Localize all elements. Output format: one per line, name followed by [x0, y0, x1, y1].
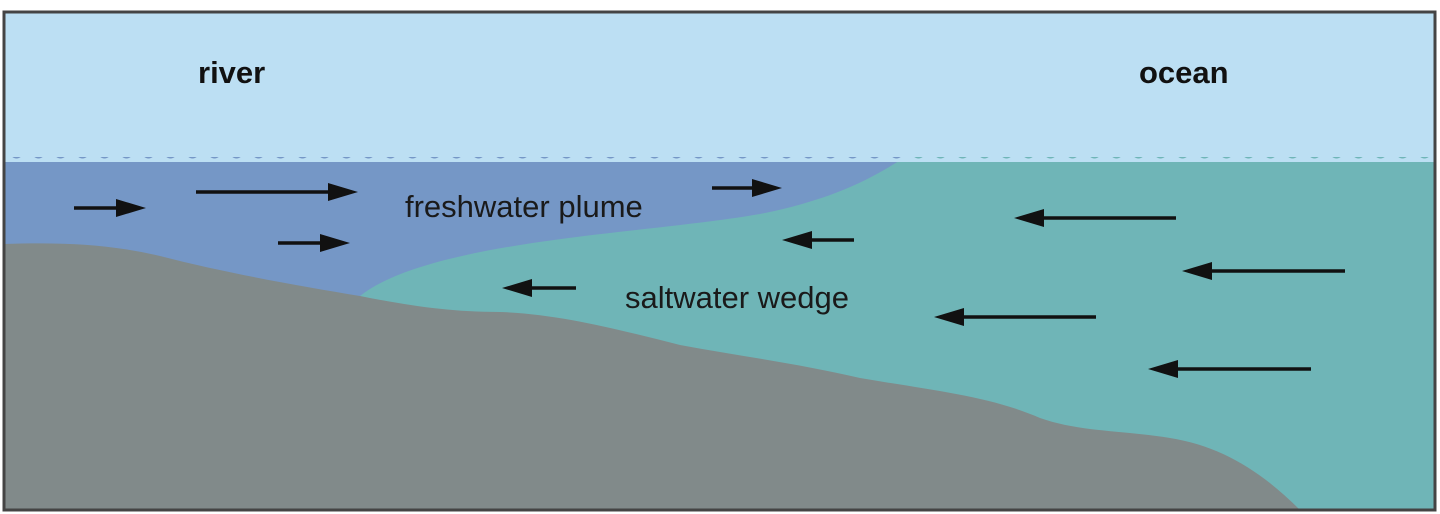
- diagram-frame: [2, 10, 1437, 512]
- saltwater-flow-arrows: [502, 209, 1345, 378]
- right-arrow-icon: [278, 234, 350, 252]
- ocean-label: ocean: [1139, 55, 1229, 90]
- saltwater-wedge-label: saltwater wedge: [625, 280, 849, 315]
- left-arrow-icon: [1182, 262, 1345, 280]
- left-arrow-icon: [502, 279, 576, 297]
- river-label: river: [198, 55, 265, 90]
- freshwater-plume-label: freshwater plume: [405, 189, 643, 224]
- freshwater-flow-arrows: [74, 179, 782, 252]
- water-surface-waves: [4, 150, 1435, 162]
- right-arrow-icon: [196, 183, 358, 201]
- left-arrow-icon: [782, 231, 854, 249]
- seabed-region: [4, 243, 1300, 510]
- left-arrow-icon: [1014, 209, 1176, 227]
- right-arrow-icon: [74, 199, 146, 217]
- right-arrow-icon: [712, 179, 782, 197]
- left-arrow-icon: [1148, 360, 1311, 378]
- left-arrow-icon: [934, 308, 1096, 326]
